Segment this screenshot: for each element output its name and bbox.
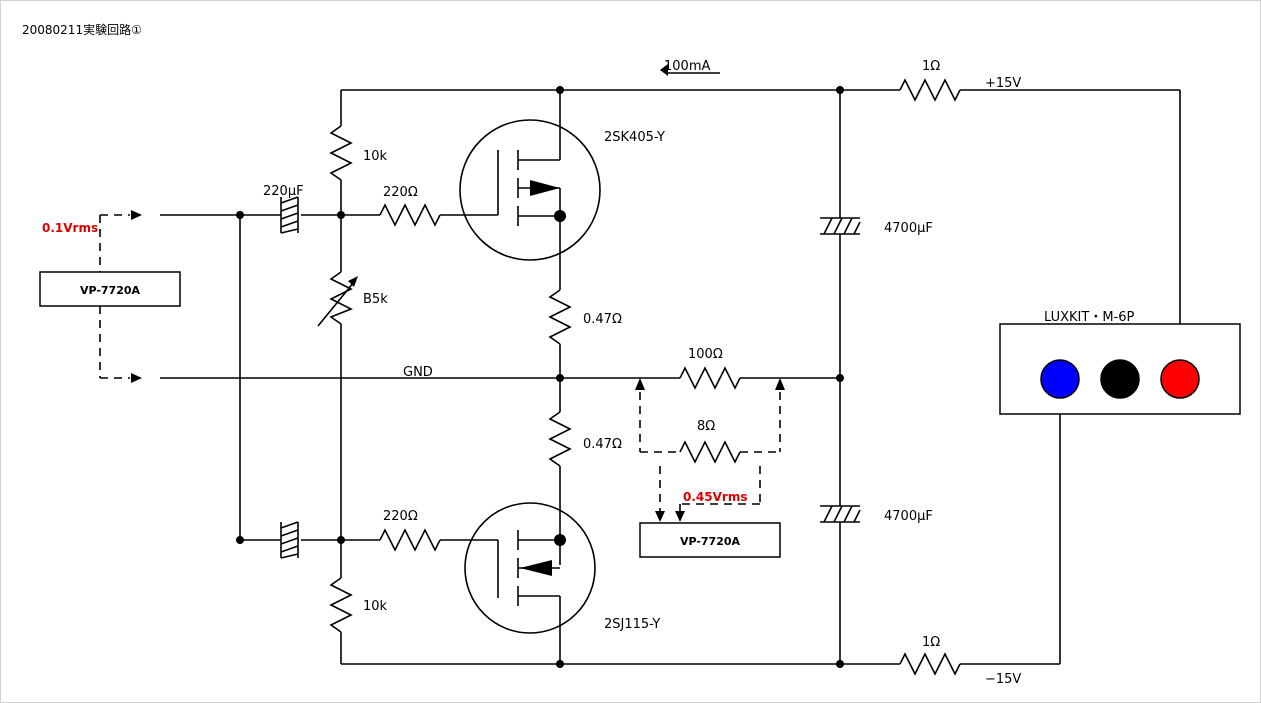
ground-terminal-icon (1100, 359, 1140, 399)
c-supply-top-label: 4700μF (884, 221, 933, 236)
output-instrument-box (639, 522, 781, 558)
top-rail (341, 78, 1181, 362)
minus-terminal-icon (1040, 359, 1080, 399)
r-source-bottom-label: 0.47Ω (583, 437, 622, 452)
dummy-load-probe (635, 378, 785, 522)
r-supply-top-label: 1Ω (922, 59, 940, 74)
r-gate-bottom (379, 528, 441, 552)
r-load-label: 100Ω (688, 347, 723, 362)
mosfet-top (459, 90, 601, 290)
input-level-label: 0.1Vrms (42, 221, 98, 235)
input-instrument-label: VP-7720A (80, 284, 141, 297)
input-probe (99, 210, 142, 383)
r-dummy-label: 8Ω (697, 419, 715, 434)
vr-bias-label: B5k (363, 292, 388, 307)
mosfet-bottom (464, 502, 596, 664)
output-level-label: 0.45Vrms (683, 490, 747, 504)
minus-voltage-label: −15V (985, 672, 1021, 687)
r-source-top (548, 289, 572, 345)
current-arrow: 100mA (660, 59, 720, 76)
input-capacitor-top (280, 196, 299, 234)
diagram-title: 20080211実験回路① (22, 22, 142, 37)
power-supply-label: LUXKIT・M-6P (1044, 310, 1134, 325)
c-supply-bottom-label: 4700μF (884, 509, 933, 524)
input-capacitor-bottom (280, 521, 299, 559)
output-instrument-label: VP-7720A (680, 535, 741, 548)
q-bottom-label: 2SJ115-Y (604, 617, 660, 632)
plus-voltage-label: +15V (985, 76, 1021, 91)
r-gate-top (379, 203, 441, 227)
junction-dots (236, 86, 844, 668)
gnd-line (160, 366, 840, 390)
r-bottom-bias-label: 10k (363, 599, 388, 614)
input-instrument-box (39, 271, 181, 307)
r-gate-bottom-label: 220Ω (383, 509, 418, 524)
r-top-bias-label: 10k (363, 149, 388, 164)
r-source-top-label: 0.47Ω (583, 312, 622, 327)
q-top-label: 2SK405-Y (604, 130, 665, 145)
bias-network (317, 90, 358, 664)
bottom-rail (341, 396, 1061, 676)
supply-capacitors (820, 90, 861, 664)
c-input-label: 220μF (263, 184, 304, 199)
current-label: 100mA (664, 59, 710, 74)
gnd-label: GND (403, 365, 433, 380)
r-gate-top-label: 220Ω (383, 185, 418, 200)
r-source-bottom (548, 411, 572, 467)
plus-terminal-icon (1160, 359, 1200, 399)
r-supply-bottom-label: 1Ω (922, 635, 940, 650)
